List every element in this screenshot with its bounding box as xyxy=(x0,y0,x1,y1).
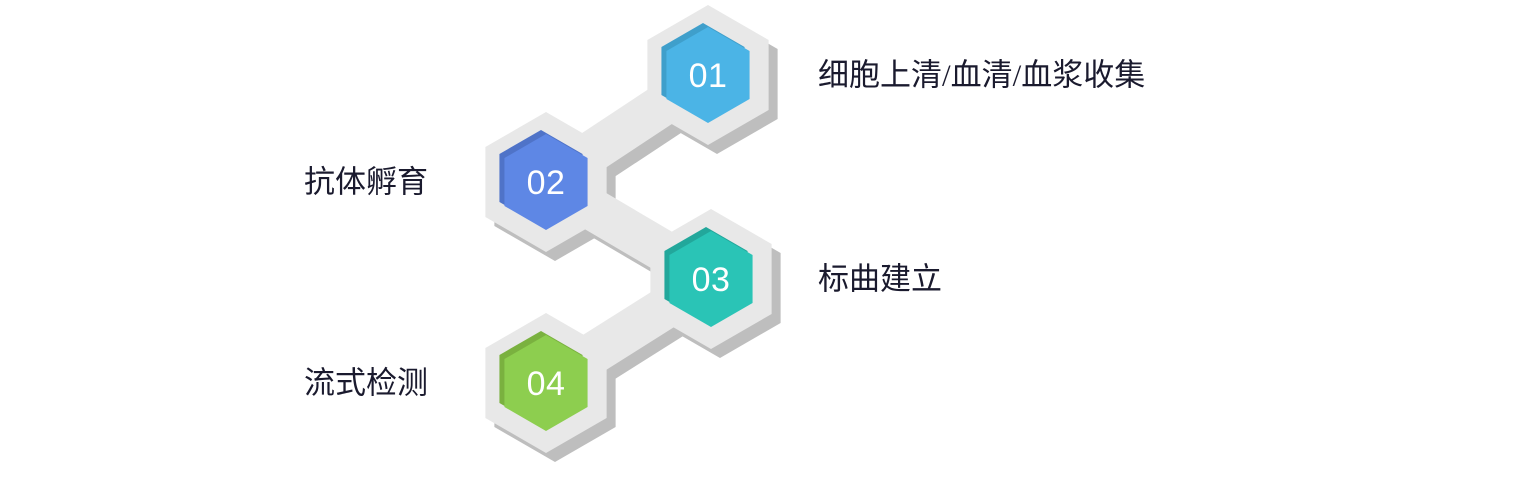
hexagon-number-03: 03 xyxy=(692,261,731,299)
step-label-02: 抗体孵育 xyxy=(304,164,428,200)
hexagon-number-01: 01 xyxy=(689,57,728,95)
hexagon-step-02[interactable]: 02 xyxy=(499,130,588,230)
hexagon-face-03 xyxy=(669,231,753,327)
hexagon-number-02: 02 xyxy=(527,164,566,202)
hexagon-face-04 xyxy=(504,335,588,431)
hexagon-step-03[interactable]: 03 xyxy=(664,227,753,327)
step-label-04: 流式检测 xyxy=(304,365,428,401)
hexagon-face-01 xyxy=(666,27,750,123)
hexagon-face-layer: 01 02 03 04 xyxy=(499,23,753,431)
step-label-01: 细胞上清/血清/血浆收集 xyxy=(818,57,1146,93)
hexagon-step-04[interactable]: 04 xyxy=(499,331,588,431)
step-label-03: 标曲建立 xyxy=(818,261,942,297)
hexagon-number-04: 04 xyxy=(527,365,566,403)
hexagon-step-01[interactable]: 01 xyxy=(661,23,750,123)
hexagon-face-02 xyxy=(504,134,588,230)
